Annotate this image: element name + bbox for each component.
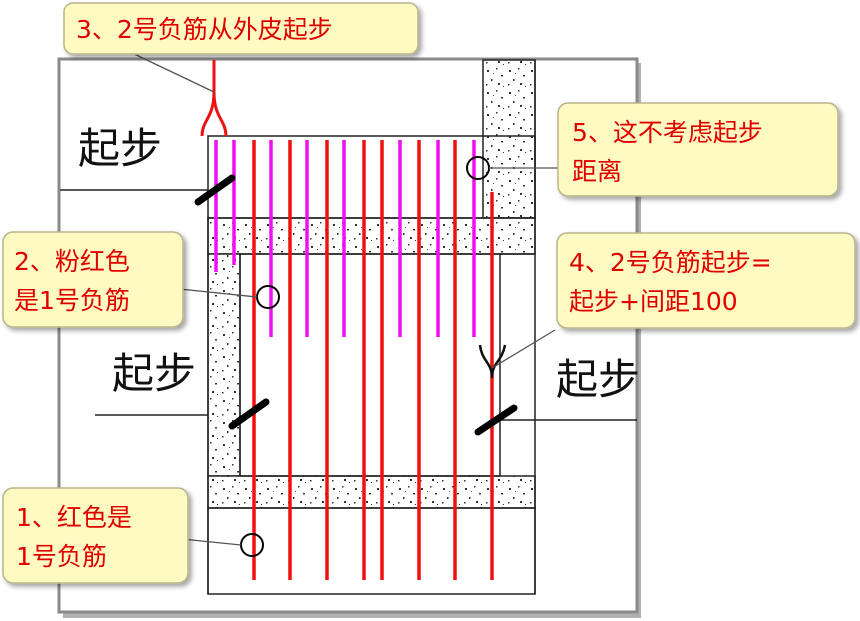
callout-2: 2、粉红色 是1号负筋	[2, 231, 184, 328]
concrete-wall-left	[207, 253, 241, 477]
callout-1-line2: 1号负筋	[16, 542, 107, 571]
break-mark-right	[474, 404, 518, 436]
pink-rebar-group	[214, 140, 476, 337]
callout-3-text: 3、2号负筋从外皮起步	[76, 15, 333, 44]
callout-1-line1: 1、红色是	[16, 503, 132, 532]
break-mark-left-top	[194, 174, 236, 206]
section-break-marks	[194, 174, 518, 436]
callout-3-box	[63, 2, 419, 55]
callout-4-box	[556, 232, 856, 329]
callout-2-line2: 是1号负筋	[14, 286, 130, 315]
callout-4: 4、2号负筋起步= 起步+间距100	[556, 232, 856, 329]
callout-4-line1: 4、2号负筋起步=	[569, 248, 772, 277]
concrete-column-top-right	[482, 59, 536, 219]
concrete-zones	[207, 59, 536, 509]
callout-1-box	[2, 487, 189, 584]
break-mark-left-mid	[228, 398, 270, 430]
structure-lines	[60, 60, 637, 595]
callout-2-box	[2, 231, 184, 328]
callout-5: 5、这不考虑起步 距离	[557, 102, 839, 197]
callout-3: 3、2号负筋从外皮起步	[63, 2, 419, 55]
label-start-left-top: 起步	[78, 124, 162, 173]
label-start-left-mid: 起步	[112, 349, 196, 398]
callout-5-line1: 5、这不考虑起步	[572, 118, 763, 147]
label-start-right: 起步	[556, 355, 640, 404]
red-rebar-group	[252, 140, 494, 580]
concrete-beam-upper	[207, 217, 536, 255]
callout-4-line2: 起步+间距100	[569, 287, 738, 316]
callout-1: 1、红色是 1号负筋	[2, 487, 189, 584]
callout-5-box	[557, 102, 839, 197]
callout-2-line1: 2、粉红色	[14, 247, 130, 276]
callout-5-line2: 距离	[572, 157, 622, 186]
rebar-hook-right	[478, 344, 507, 379]
concrete-beam-lower	[207, 475, 536, 509]
